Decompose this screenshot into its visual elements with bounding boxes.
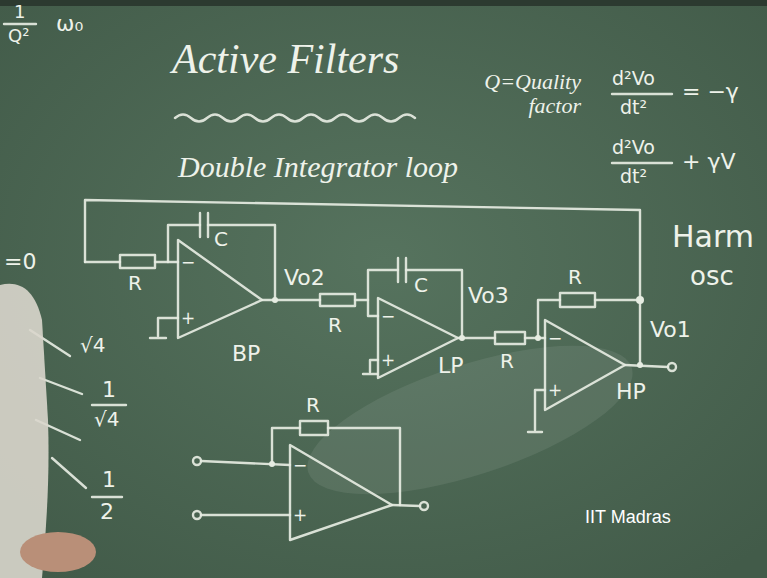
- watermark: IIT Madras: [585, 508, 671, 528]
- capacitor-wire: [168, 225, 275, 300]
- ground-symbol: [150, 318, 178, 338]
- output-wire: [392, 505, 420, 506]
- board-label: Q=Quality factor: [436, 70, 581, 118]
- board-title: Active Filters: [172, 36, 399, 82]
- junction-dot: [272, 297, 278, 303]
- feedback-wire: [538, 300, 640, 365]
- board-label: osc: [690, 262, 734, 291]
- eraser-smudge: [291, 315, 648, 525]
- board-label: =0: [4, 250, 36, 274]
- pin-sign: +: [381, 351, 395, 370]
- board-label: R: [328, 314, 342, 336]
- junction-dot: [637, 362, 643, 368]
- board-label: 2: [100, 500, 114, 524]
- board-label: dt²: [620, 97, 647, 118]
- board-label: + γV: [682, 150, 736, 174]
- fraction-bar: [92, 404, 126, 406]
- resistor-symbol: [560, 293, 595, 307]
- board-label: Vo2: [284, 266, 325, 290]
- board-label: 1: [102, 378, 116, 402]
- junction-dot: [535, 335, 541, 341]
- resistor-symbol: [300, 421, 328, 435]
- input-wire: [355, 300, 378, 316]
- terminal: [668, 363, 676, 371]
- board-label: 1: [102, 468, 116, 492]
- lecturer-arm: [0, 284, 49, 578]
- board-frame: [0, 0, 767, 6]
- board-label: d²Vo: [612, 137, 655, 158]
- pin-sign: −: [181, 253, 195, 272]
- feedback-wire: [85, 200, 640, 300]
- pin-sign: −: [381, 307, 395, 326]
- board-label: R: [568, 266, 582, 288]
- input-wire: [85, 261, 178, 263]
- junction-dot: [269, 461, 275, 467]
- resistor-symbol: [495, 332, 525, 344]
- board-label: Vo3: [468, 284, 509, 308]
- board-label: BP: [232, 342, 260, 366]
- fraction-bar: [4, 23, 36, 25]
- board-label: R: [500, 350, 514, 372]
- opamp-symbol: [545, 320, 625, 410]
- junction-dot: [459, 335, 465, 341]
- board-label: C: [214, 228, 228, 250]
- board-label: LP: [438, 354, 464, 378]
- ground-symbol: [528, 390, 545, 432]
- board-label: R: [306, 394, 320, 416]
- board-label: d²Vo: [612, 68, 655, 89]
- fraction-bar: [92, 496, 122, 498]
- resistor-symbol: [320, 294, 355, 306]
- capacitor-wire: [368, 270, 462, 338]
- board-label: HP: [616, 380, 646, 404]
- opamp-symbol: [178, 240, 262, 338]
- board-label: Double Integrator loop: [178, 150, 458, 183]
- board-label: dt²: [620, 166, 647, 187]
- output-wire: [262, 299, 320, 301]
- board-label: C: [414, 274, 428, 296]
- capacitor-symbol: [200, 213, 208, 237]
- board-label: 1: [14, 2, 25, 22]
- pin-sign: +: [293, 506, 307, 525]
- terminal: [420, 502, 428, 510]
- board-label: = −γ: [682, 80, 739, 104]
- resistor-symbol: [120, 255, 155, 268]
- ground-symbol: [363, 360, 378, 374]
- board-label: Vo1: [650, 318, 691, 342]
- lecturer-hand: [20, 532, 96, 572]
- board-label: ω₀: [56, 12, 83, 36]
- fraction-bar: [612, 162, 672, 164]
- feedback-wire: [272, 428, 400, 505]
- board-label: Q²: [8, 26, 29, 46]
- board-label: R: [128, 272, 142, 294]
- board-label: √4: [80, 334, 105, 356]
- wavy-underline: [175, 115, 415, 122]
- board-label: √4: [94, 408, 119, 430]
- fraction-bar: [612, 93, 672, 95]
- output-wire: [625, 365, 668, 367]
- pin-sign: −: [548, 329, 562, 348]
- pin-sign: +: [181, 309, 195, 328]
- capacitor-symbol: [398, 258, 406, 282]
- pin-sign: +: [548, 381, 562, 400]
- junction-dot: [636, 296, 644, 304]
- opamp-symbol: [290, 445, 392, 540]
- pin-sign: −: [293, 456, 307, 475]
- board-label: Harm: [672, 220, 754, 253]
- input-wire: [201, 461, 290, 515]
